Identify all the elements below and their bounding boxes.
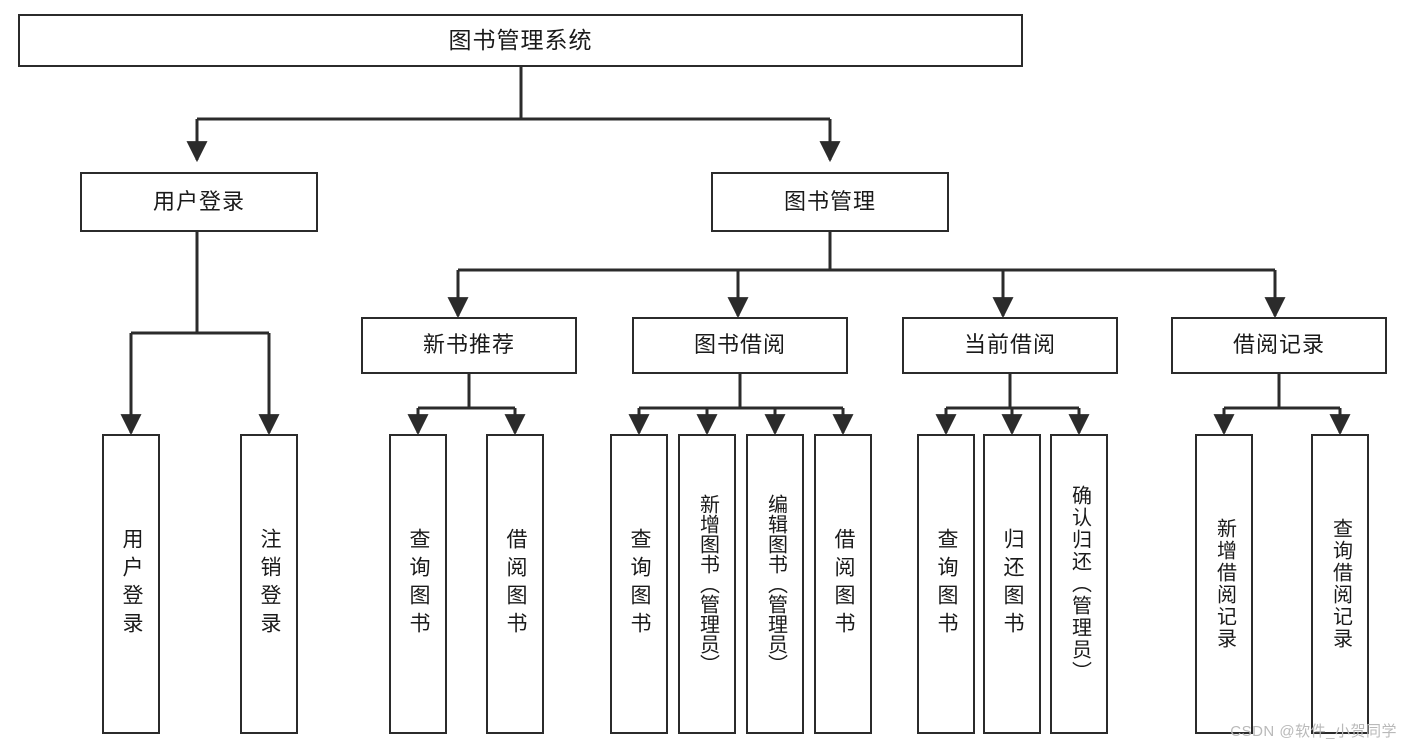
node-book-manage[interactable]: 图书管理 xyxy=(711,172,949,232)
node-new-book-recommend[interactable]: 新书推荐 xyxy=(361,317,577,374)
leaf-query-book-borrow[interactable]: 查询图书 xyxy=(610,434,668,734)
csdn-watermark: CSDN @软件_小贺同学 xyxy=(1230,723,1397,740)
leaf-user-login[interactable]: 用户登录 xyxy=(102,434,160,734)
leaf-query-book-recommend[interactable]: 查询图书 xyxy=(389,434,447,734)
leaf-query-borrow-record[interactable]: 查询借阅记录 xyxy=(1311,434,1369,734)
leaf-add-borrow-record[interactable]: 新增借阅记录 xyxy=(1195,434,1253,734)
node-book-borrow[interactable]: 图书借阅 xyxy=(632,317,848,374)
leaf-query-book-current[interactable]: 查询图书 xyxy=(917,434,975,734)
leaf-add-book-admin[interactable]: 新增图书（管理员） xyxy=(678,434,736,734)
leaf-borrow-book-borrow[interactable]: 借阅图书 xyxy=(814,434,872,734)
leaf-return-book[interactable]: 归还图书 xyxy=(983,434,1041,734)
node-user-login[interactable]: 用户登录 xyxy=(80,172,318,232)
leaf-confirm-return-admin[interactable]: 确认归还（管理员） xyxy=(1050,434,1108,734)
leaf-borrow-book-recommend[interactable]: 借阅图书 xyxy=(486,434,544,734)
node-root[interactable]: 图书管理系统 xyxy=(18,14,1023,67)
node-current-borrow[interactable]: 当前借阅 xyxy=(902,317,1118,374)
node-borrow-record[interactable]: 借阅记录 xyxy=(1171,317,1387,374)
leaf-edit-book-admin[interactable]: 编辑图书（管理员） xyxy=(746,434,804,734)
leaf-logout-login[interactable]: 注销登录 xyxy=(240,434,298,734)
